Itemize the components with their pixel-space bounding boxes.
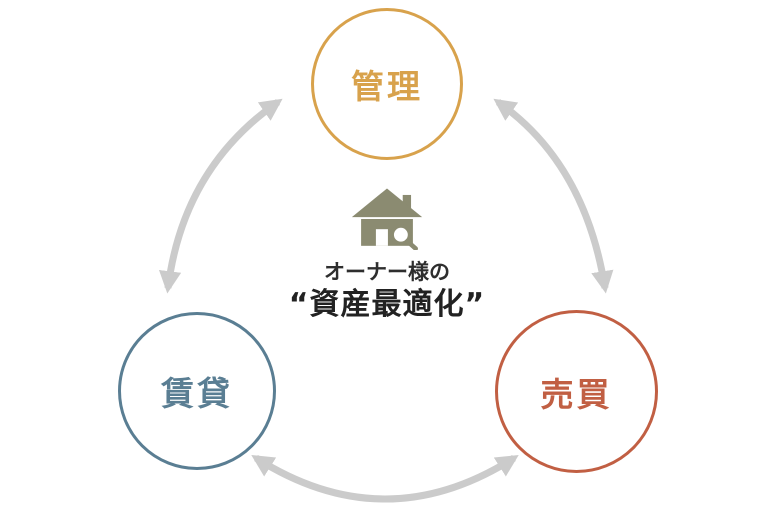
center-caption-line2: “資産最適化”: [288, 287, 486, 323]
node-management-label: 管理: [351, 67, 423, 106]
node-sales: 売買: [495, 310, 658, 473]
magnifier-handle: [405, 238, 418, 250]
node-management: 管理: [311, 8, 463, 160]
center-caption-line1: オーナー様の: [324, 260, 450, 284]
house-door: [375, 229, 388, 246]
cycle-arrow-left: [158, 98, 283, 294]
house-chimney: [402, 194, 412, 212]
house-search-icon: [351, 188, 423, 250]
center-caption: オーナー様の “資産最適化”: [227, 188, 547, 324]
cycle-arrow-right: [493, 98, 614, 294]
node-rental: 賃貸: [118, 312, 276, 470]
magnifier-lens: [390, 224, 412, 246]
node-sales-label: 売買: [540, 374, 613, 414]
node-rental-label: 賃貸: [161, 374, 233, 413]
house-roof: [351, 188, 423, 218]
cycle-arrow-bottom: [251, 454, 519, 503]
